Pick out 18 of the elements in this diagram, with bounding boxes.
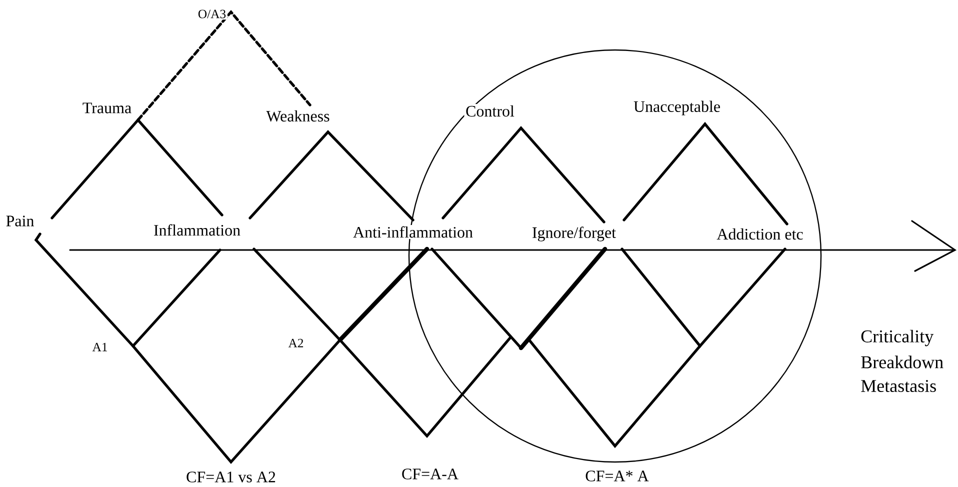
stage-label: Unacceptable [632, 99, 722, 117]
outcome-label: Criticality [859, 328, 935, 348]
stage-label: Pain [4, 214, 36, 228]
stage-label: Inflammation [152, 222, 242, 238]
stage-label: Addiction etc [715, 227, 805, 241]
stage-label: Ignore/forget [530, 225, 618, 243]
formula-label: CF=A-A [400, 467, 460, 481]
stage-label: Control [464, 104, 516, 118]
stage-label: Weakness [264, 109, 332, 123]
stage-label: Trauma [81, 101, 133, 115]
point-label: A2 [286, 337, 306, 349]
stage-label: Anti-inflammation [352, 224, 474, 240]
outcome-label: Metastasis [859, 378, 938, 394]
point-label: A1 [90, 342, 110, 353]
outcome-label: Breakdown [859, 354, 945, 370]
formula-label: CF=A1 vs A2 [184, 470, 278, 484]
formula-label: CF=A* A [584, 469, 650, 483]
stage-label: O/A3 [196, 8, 228, 20]
